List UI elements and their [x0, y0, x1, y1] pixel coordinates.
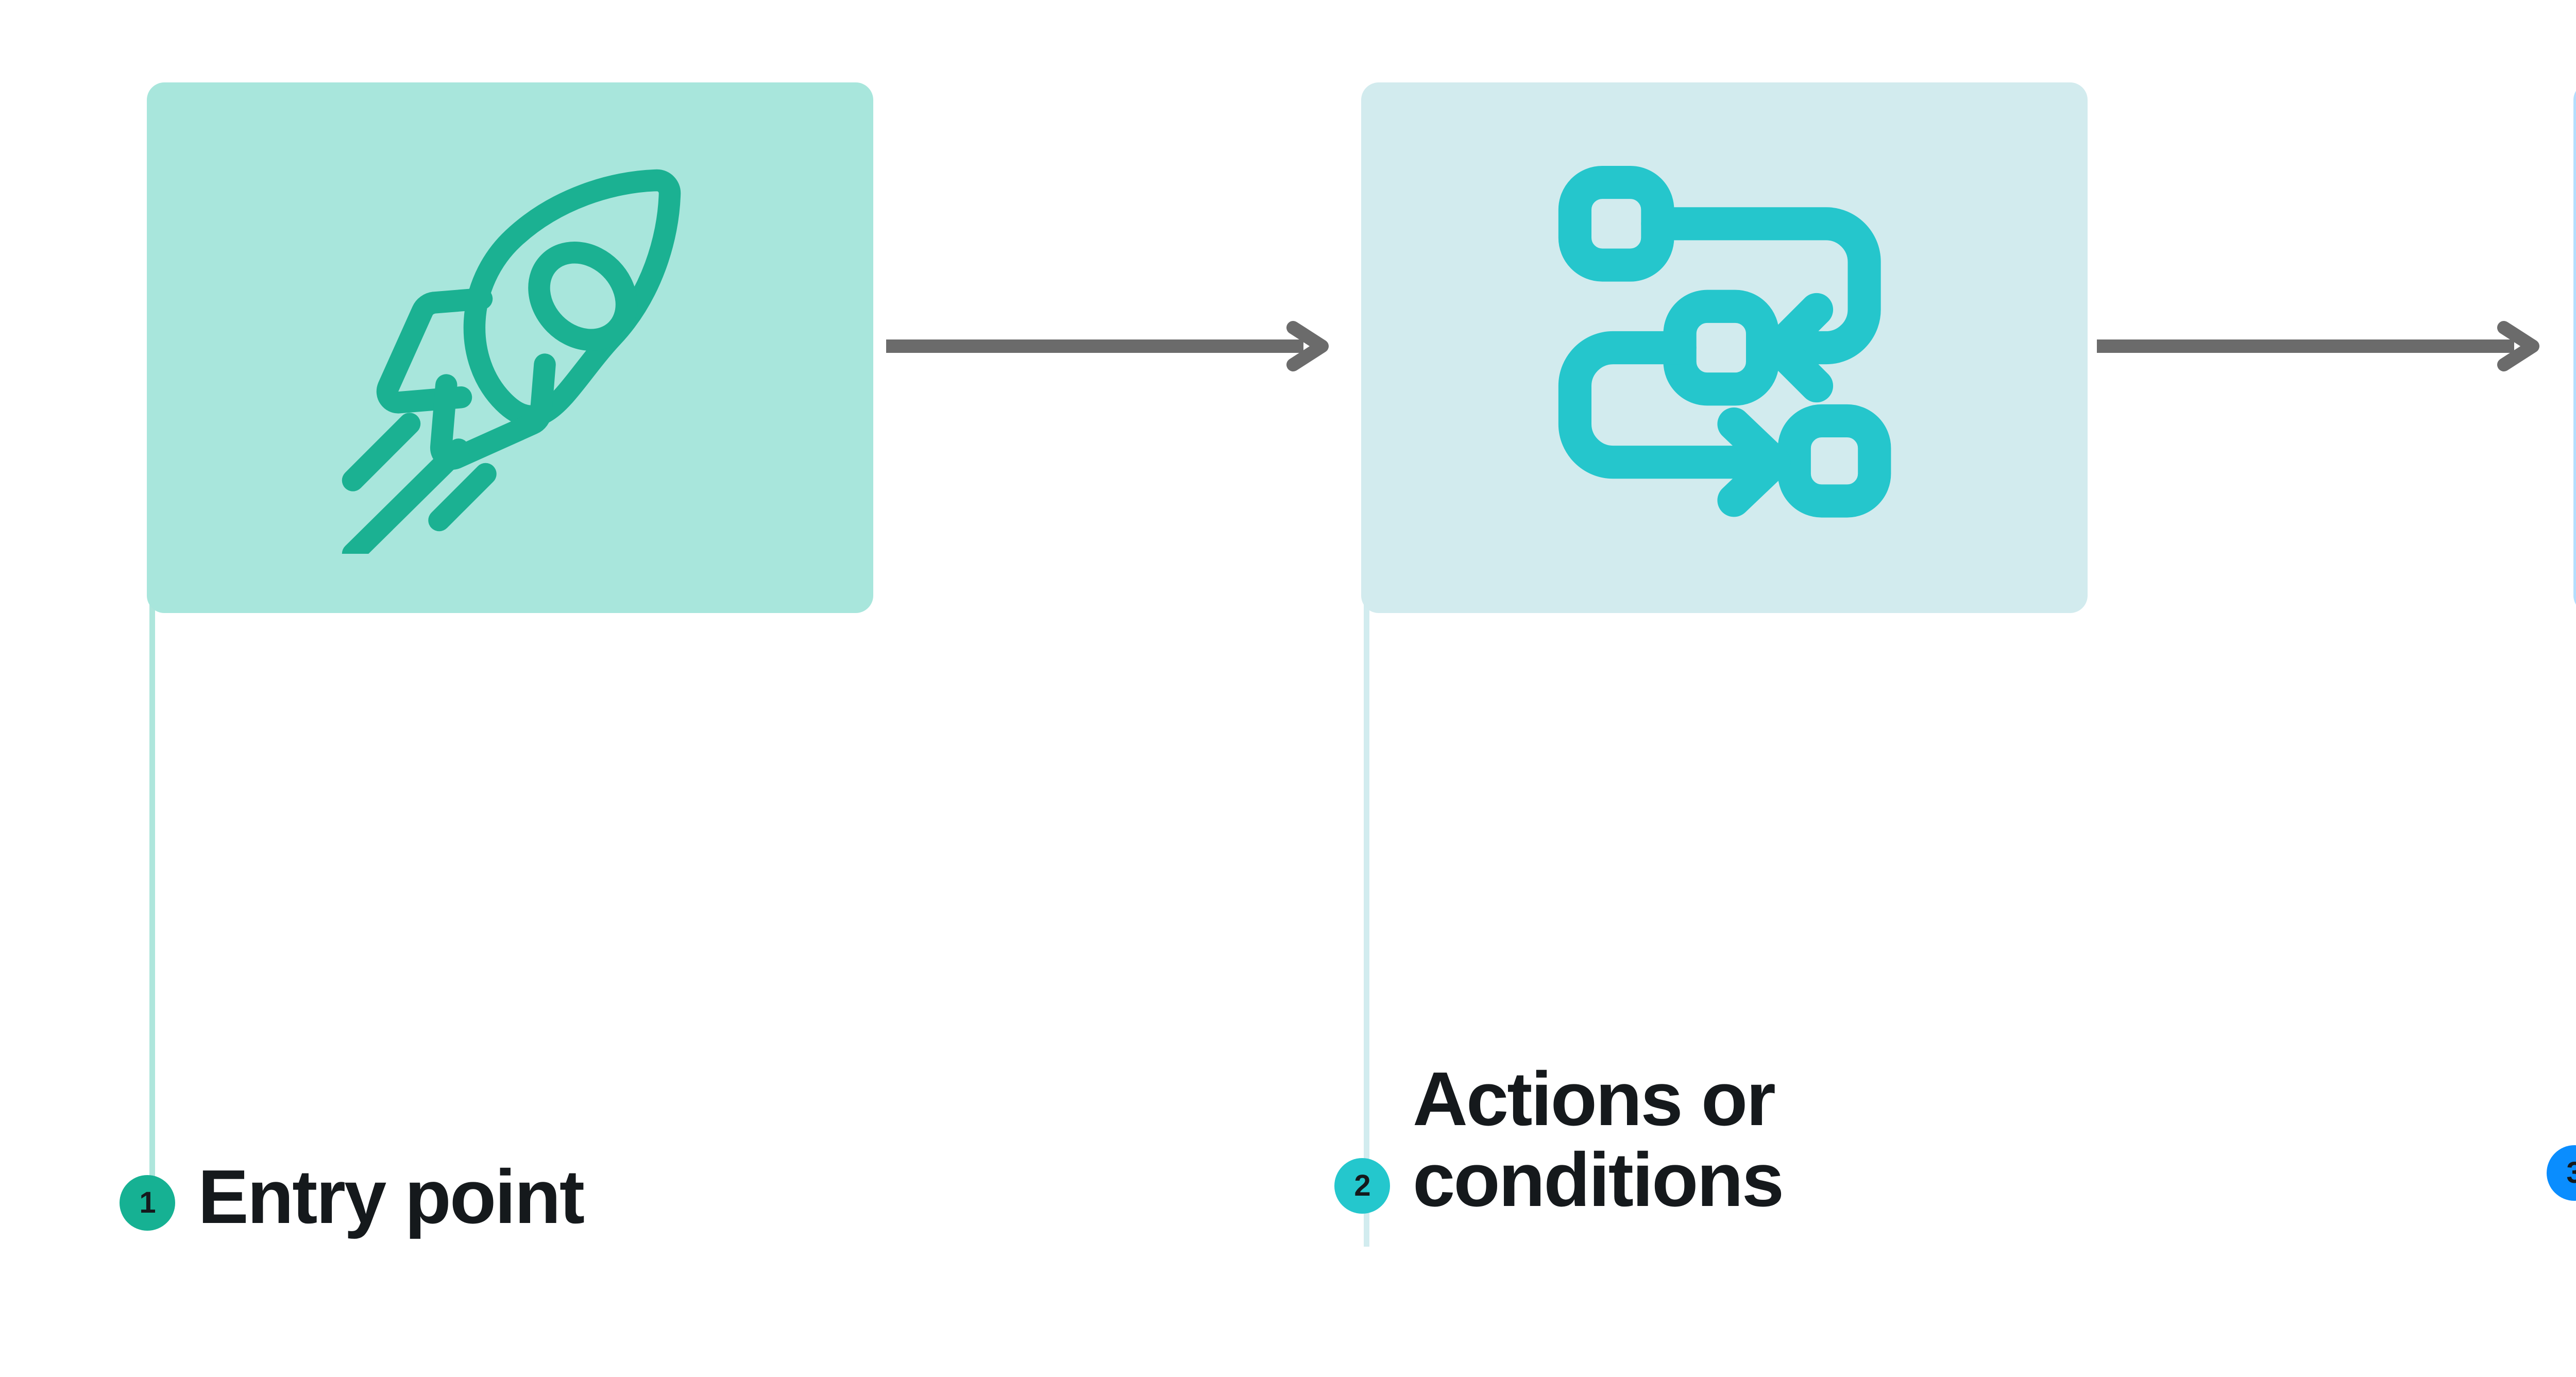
step-label-1: Entry point: [198, 1154, 585, 1239]
legend-step-2: 2 Actions or conditions: [1334, 1052, 1784, 1220]
flow-arrow-1-to-2: [886, 315, 1350, 377]
step-card-1[interactable]: [147, 82, 873, 613]
rocket-icon: [304, 142, 716, 554]
step-card-2[interactable]: [1361, 82, 2088, 613]
step-badge-2[interactable]: 2: [1334, 1158, 1390, 1214]
connector-line-step-2: [1364, 567, 1369, 1247]
flow-arrow-2-to-3: [2097, 315, 2561, 377]
step-card-3[interactable]: [2573, 82, 2576, 613]
legend-step-3: 3 Exit or restart conditions: [2547, 958, 2576, 1201]
step-badge-1[interactable]: 1: [120, 1175, 175, 1231]
connector-line-step-1: [149, 567, 155, 1185]
workflow-process-icon: [1521, 144, 1928, 551]
step-badge-3[interactable]: 3: [2547, 1145, 2576, 1201]
step-label-2: Actions or conditions: [1413, 1057, 1784, 1222]
legend-step-1: 1 Entry point: [120, 1150, 585, 1237]
